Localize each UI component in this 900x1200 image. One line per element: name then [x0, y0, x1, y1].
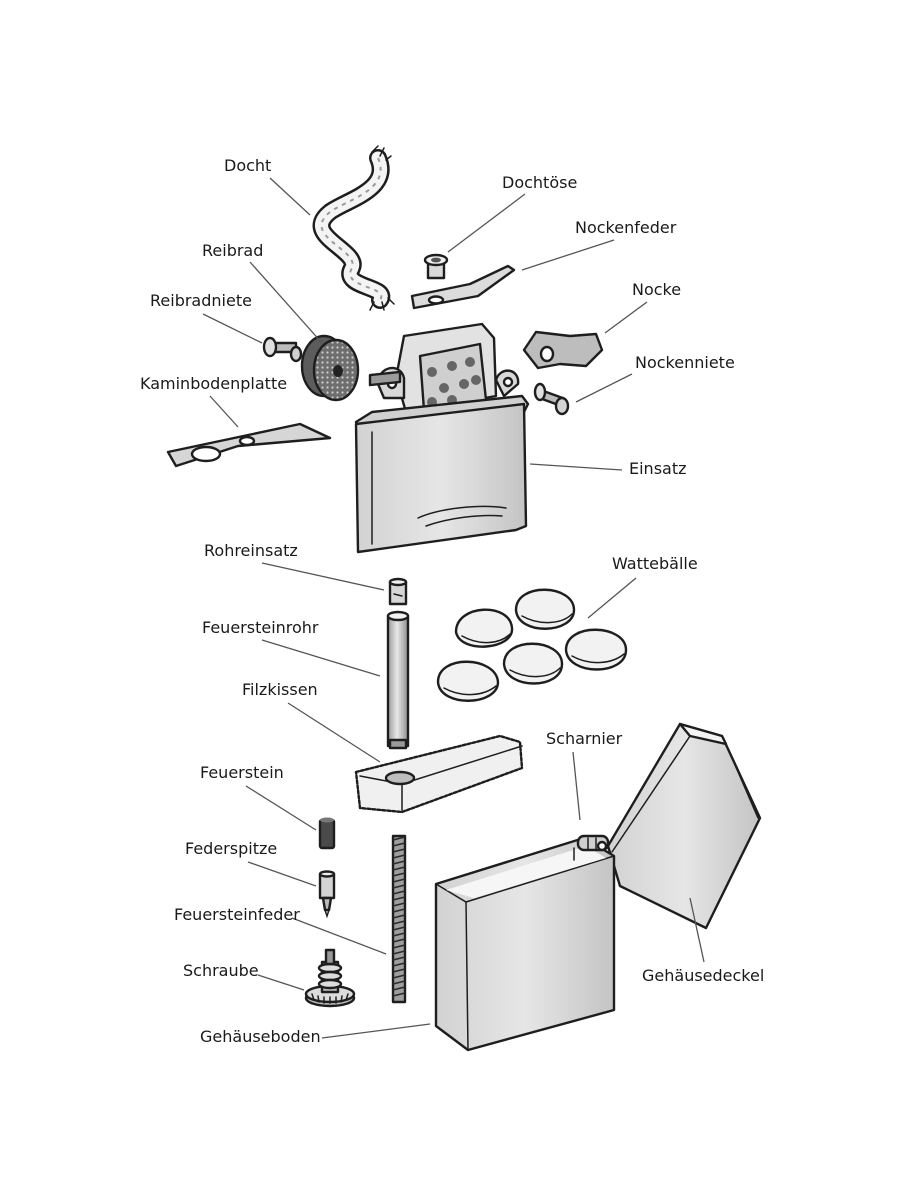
tube-insert-part [388, 577, 408, 606]
case-lid-part [606, 722, 762, 930]
leader-federspitze [247, 861, 317, 887]
felt-pad-part [354, 734, 524, 814]
leader-nockenfeder [521, 239, 615, 271]
cotton-ball [436, 660, 500, 702]
cotton-ball [514, 588, 576, 630]
flint-tube-part [386, 610, 410, 750]
leader-nockenniete [575, 373, 633, 403]
cam-rivet-part [533, 382, 570, 416]
label-watteballe: Wattebälle [612, 554, 698, 573]
label-scharnier: Scharnier [546, 729, 623, 748]
label-nockenniete: Nockenniete [635, 353, 735, 372]
insert-part [354, 322, 530, 554]
leader-reibradniete [202, 313, 263, 344]
leader-rohreinsatz [261, 562, 385, 591]
label-schraube: Schraube [183, 961, 259, 980]
cotton-ball [454, 608, 514, 648]
leader-watteballe [587, 577, 637, 619]
wheel-rivet-part [262, 336, 303, 363]
leader-gehaeuseboden [321, 1023, 431, 1039]
leader-kaminbodenplatte [209, 395, 239, 428]
leader-einsatz [529, 463, 623, 471]
label-rohreinsatz: Rohreinsatz [204, 541, 298, 560]
label-dochtoese: Dochtöse [502, 173, 577, 192]
cotton-ball [502, 642, 564, 685]
label-gehaeuseboden: Gehäuseboden [200, 1027, 321, 1046]
leader-feuerstein [245, 785, 317, 831]
label-federspitze: Federspitze [185, 839, 277, 858]
flint-part [318, 817, 336, 850]
cam-spring-part [410, 264, 516, 310]
flint-spring-part [391, 834, 407, 1004]
cotton-ball [564, 628, 628, 671]
leader-gehaeusedeckel [689, 897, 705, 963]
wick-part [312, 145, 395, 311]
label-reibrad: Reibrad [202, 241, 263, 260]
leader-docht [269, 177, 311, 216]
screw-part [304, 948, 356, 1008]
wick-grommet-part [423, 253, 449, 280]
label-nockenfeder: Nockenfeder [575, 218, 677, 237]
leader-nocke [604, 301, 648, 334]
chimney-base-plate-part [166, 422, 332, 468]
label-filzkissen: Filzkissen [242, 680, 318, 699]
leader-feuersteinfeder [291, 917, 387, 955]
leader-reibrad [249, 261, 323, 344]
leader-schraube [257, 974, 305, 991]
label-einsatz: Einsatz [629, 459, 687, 478]
part-labels: Docht Dochtöse Nockenfeder Reibrad Nocke… [140, 156, 764, 1046]
label-feuersteinfeder: Feuersteinfeder [174, 905, 300, 924]
leader-dochtoese [447, 193, 526, 253]
leader-lines [202, 177, 705, 1039]
label-kaminbodenplatte: Kaminbodenplatte [140, 374, 287, 393]
label-nocke: Nocke [632, 280, 681, 299]
case-bottom-part [434, 836, 616, 1052]
leader-scharnier [572, 751, 581, 821]
label-reibradniete: Reibradniete [150, 291, 252, 310]
label-docht: Docht [224, 156, 271, 175]
spring-tip-part [318, 870, 336, 919]
cam-part [522, 330, 604, 370]
label-gehaeusedeckel: Gehäusedeckel [642, 966, 764, 985]
cotton-balls-part [436, 588, 628, 702]
leader-feuersteinrohr [261, 639, 381, 677]
label-feuersteinrohr: Feuersteinrohr [202, 618, 319, 637]
hinge-part [576, 834, 610, 852]
label-feuerstein: Feuerstein [200, 763, 284, 782]
flint-wheel-part [300, 334, 360, 402]
leader-filzkissen [287, 702, 381, 763]
